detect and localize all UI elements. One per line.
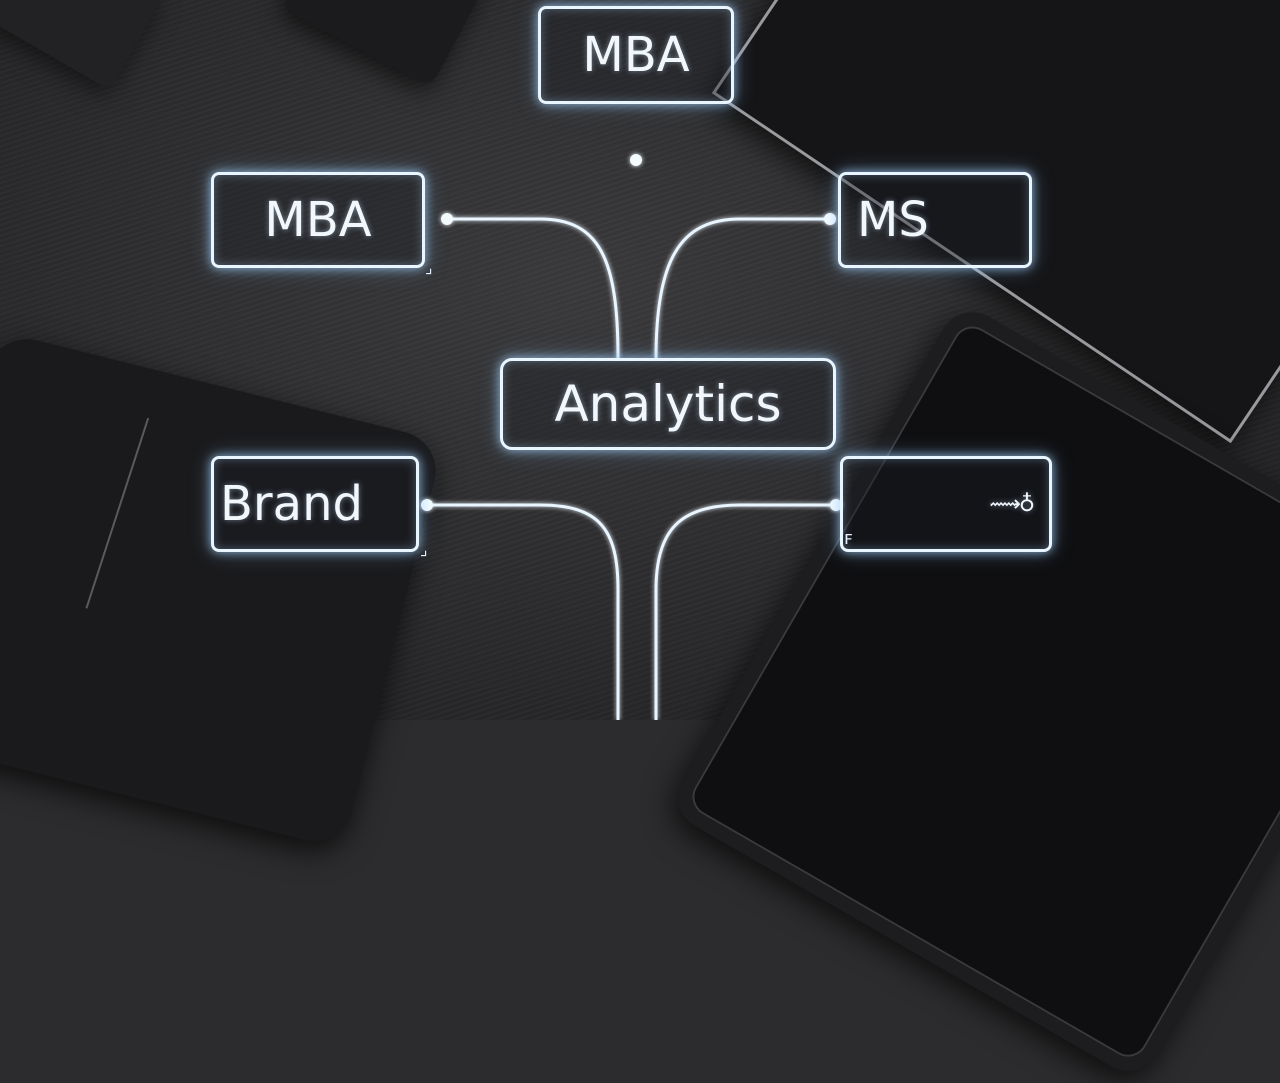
node-ms: MS (838, 172, 1032, 268)
wire-trunk-down-right (654, 503, 836, 720)
node-dot-empty (830, 499, 842, 511)
node-mba-left-label: MBA (264, 192, 372, 248)
node-analytics-label: Analytics (554, 375, 782, 433)
node-mba-top: MBA (538, 6, 734, 104)
node-mba-top-label: MBA (582, 27, 690, 83)
corner-tick-icon: ⌟ (420, 540, 428, 559)
node-analytics: Analytics (500, 358, 836, 450)
connector-lines (421, 154, 842, 720)
node-ms-label: MS (857, 192, 929, 248)
wire-center-to-right (654, 217, 830, 359)
node-dot-brand (421, 499, 433, 511)
node-dot-left (441, 213, 453, 225)
wire-trunk-down-left (427, 503, 620, 720)
scribble-glyph-icon: ⟿♁ (989, 491, 1035, 517)
node-dot-top (630, 154, 642, 166)
node-unlabeled: ⟿♁ (840, 456, 1052, 552)
wire-center-to-left (447, 217, 620, 359)
corner-tick-icon: ⌟ (425, 258, 433, 277)
node-mba-left: MBA (211, 172, 425, 268)
node-brand-label: Brand (220, 476, 363, 532)
node-brand: Brand (211, 456, 419, 552)
corner-tick-icon: ꜰ (844, 528, 853, 549)
node-dot-right (824, 213, 836, 225)
